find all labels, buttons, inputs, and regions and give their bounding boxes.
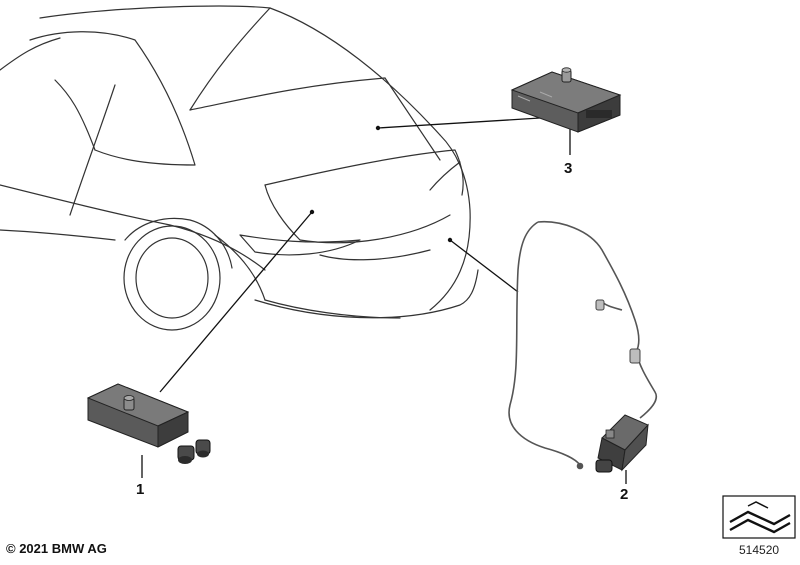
callout-1[interactable]: 1 (136, 481, 145, 498)
part-symbol-icon (722, 495, 796, 539)
antenna-amplifier-icon (595, 414, 649, 473)
antenna-amplifier-icon (86, 383, 211, 464)
callout-2[interactable]: 2 (620, 486, 629, 503)
callout-3[interactable]: 3 (564, 160, 573, 177)
control-module-icon (510, 67, 622, 133)
copyright-notice: © 2021 BMW AG (6, 541, 107, 556)
cable-harness-icon (508, 220, 658, 470)
car-rear-outline-icon (0, 5, 479, 331)
diagram-number: 514520 (739, 543, 780, 557)
leader-lines (141, 117, 627, 484)
